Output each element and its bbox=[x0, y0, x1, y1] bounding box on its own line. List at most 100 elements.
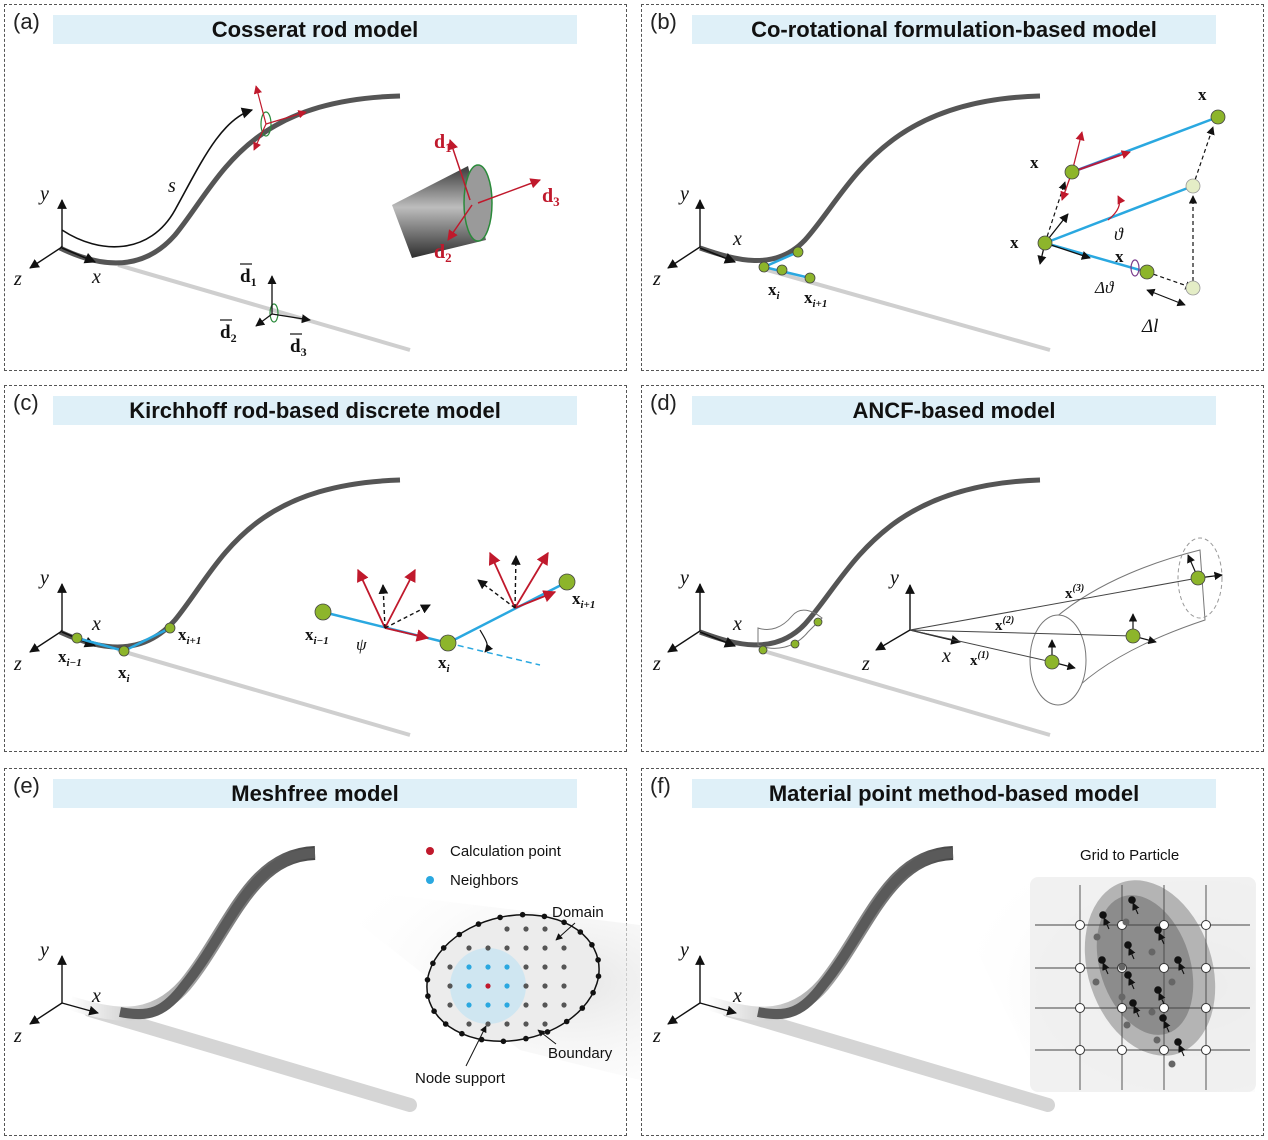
grid-node bbox=[1117, 1003, 1127, 1013]
domain-node bbox=[447, 964, 453, 970]
x-axis-arrow bbox=[61, 1002, 99, 1016]
node-im1-label: xi−1 bbox=[58, 647, 82, 669]
rod-ground-shadow bbox=[83, 1003, 417, 1112]
base-arrow bbox=[699, 631, 737, 648]
particle bbox=[1128, 896, 1136, 904]
boundary-node bbox=[519, 911, 526, 918]
particle-update-arrow bbox=[1133, 1005, 1141, 1018]
rod-ground-shadow bbox=[117, 648, 411, 737]
axis-x-label: x bbox=[732, 985, 742, 1007]
label-x: x bbox=[1115, 247, 1124, 266]
domain-node bbox=[466, 945, 472, 951]
ref-director bbox=[378, 584, 389, 629]
ref-director bbox=[510, 555, 521, 609]
grid-node bbox=[1075, 920, 1085, 930]
neighbor-node bbox=[485, 964, 491, 970]
neighbor-node bbox=[466, 1002, 472, 1008]
rod-curve bbox=[58, 477, 401, 650]
twist-arc bbox=[1130, 259, 1140, 277]
axis-z-label: z bbox=[13, 1025, 22, 1047]
axis-x-label: x bbox=[732, 228, 742, 250]
boundary-node bbox=[541, 913, 548, 920]
element-body bbox=[1054, 549, 1206, 701]
grid-node bbox=[1075, 963, 1085, 973]
domain-label: Domain bbox=[552, 904, 604, 921]
axis-x-label: x bbox=[91, 613, 101, 635]
domain-node bbox=[561, 1002, 567, 1008]
particle-update-arrow bbox=[1128, 947, 1136, 960]
rod-tube bbox=[67, 846, 316, 1021]
node-i bbox=[439, 634, 457, 652]
domain-node bbox=[504, 1021, 510, 1027]
particle-previous bbox=[1118, 963, 1126, 971]
panel-a-drawing: y z x s d1 d3 d2 d1 d2 bbox=[13, 85, 560, 359]
neighbor-node bbox=[466, 964, 472, 970]
panel-d: (d) ANCF-based model bbox=[641, 385, 1264, 752]
panel-e-label: (e) bbox=[13, 773, 40, 798]
x2-label: x(2) bbox=[995, 615, 1014, 634]
particle-update-arrow bbox=[1102, 962, 1110, 975]
dashed-link bbox=[1044, 181, 1067, 244]
boundary-node bbox=[590, 989, 596, 996]
detail-axis-x: x bbox=[941, 645, 951, 667]
psi-label: ψ bbox=[356, 635, 367, 654]
boundary-node bbox=[589, 942, 595, 948]
particle bbox=[1159, 1014, 1167, 1022]
neighbor-node bbox=[504, 1002, 510, 1008]
segment bbox=[123, 626, 171, 653]
panel-d-title: ANCF-based model bbox=[852, 398, 1056, 423]
boundary-node bbox=[440, 945, 447, 951]
axis-y-label: y bbox=[38, 183, 49, 205]
x3-label: x(3) bbox=[1065, 583, 1084, 602]
base-arrow bbox=[61, 247, 97, 264]
node-ghost bbox=[1185, 178, 1201, 194]
frame-arrow bbox=[1071, 150, 1131, 173]
boundary-node bbox=[500, 1038, 507, 1045]
ref-d1-label: d1 bbox=[240, 266, 257, 289]
particle bbox=[1098, 956, 1106, 964]
z-axis-arrow bbox=[667, 246, 701, 269]
panel-e-title: Meshfree model bbox=[231, 781, 399, 806]
rod-cross-section bbox=[260, 111, 272, 137]
rod-tube bbox=[705, 846, 954, 1021]
particle-update-arrow bbox=[1163, 1020, 1171, 1033]
axis-x-label: x bbox=[91, 985, 101, 1007]
particle-previous bbox=[1093, 933, 1101, 941]
domain-node bbox=[561, 964, 567, 970]
rod-curve bbox=[699, 477, 1041, 648]
node bbox=[118, 645, 130, 657]
panel-f-banner: Material point method-based model bbox=[692, 779, 1216, 808]
boundary-pointer bbox=[537, 1029, 557, 1045]
grid-node bbox=[1159, 1045, 1169, 1055]
panel-a-label: (a) bbox=[13, 9, 40, 34]
particle bbox=[1174, 1038, 1182, 1046]
d3-arrow bbox=[477, 178, 541, 204]
label-x: x bbox=[1030, 153, 1039, 172]
d2-label: d2 bbox=[434, 241, 452, 265]
grid-node bbox=[1075, 1045, 1085, 1055]
boundary-node bbox=[431, 1008, 437, 1014]
detail-z-axis bbox=[875, 629, 911, 651]
axis-z-label: z bbox=[652, 268, 661, 290]
rod-tube-highlight bbox=[119, 848, 316, 1020]
boundary-node bbox=[523, 1035, 529, 1042]
boundary-node bbox=[595, 973, 602, 979]
panel-c: (c) Kirchhoff rod-based discrete model bbox=[4, 385, 627, 752]
boundary-node bbox=[579, 1005, 586, 1011]
panel-f-label: (f) bbox=[650, 773, 671, 798]
position-vector-3 bbox=[909, 577, 1199, 631]
panel-b-title: Co-rotational formulation-based model bbox=[751, 17, 1157, 42]
panel-f-title: Material point method-based model bbox=[768, 781, 1140, 806]
panel-c-banner: Kirchhoff rod-based discrete model bbox=[53, 396, 577, 425]
boundary-node bbox=[577, 929, 584, 935]
panel-a: (a) Cosserat rod model bbox=[4, 4, 627, 371]
rod-curve bbox=[58, 93, 401, 266]
node bbox=[792, 246, 804, 258]
particle-previous bbox=[1168, 978, 1176, 986]
segment-current-detail bbox=[1044, 241, 1148, 274]
panel-d-banner: ANCF-based model bbox=[692, 396, 1216, 425]
particle bbox=[1124, 941, 1132, 949]
grid-node bbox=[1201, 1003, 1211, 1013]
panel-e-drawing: y z x Calculation point Neighbors Domain… bbox=[13, 843, 640, 1112]
domain-node bbox=[447, 1002, 453, 1008]
